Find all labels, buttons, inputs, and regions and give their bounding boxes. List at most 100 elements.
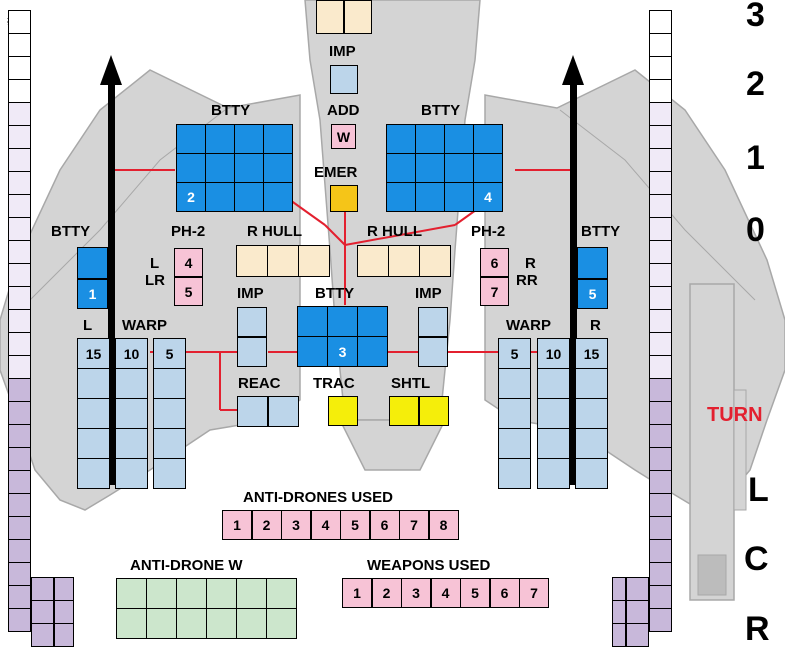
warp-right-box[interactable]: 10 [537, 338, 570, 369]
warp-left-box[interactable] [115, 428, 148, 459]
btty-center-cell[interactable] [357, 306, 388, 337]
right-shield-box[interactable] [649, 286, 672, 310]
right-shield-extra-box[interactable] [612, 600, 626, 624]
antidrone-used-box[interactable]: 8 [428, 510, 459, 540]
btty-center-cell[interactable] [357, 336, 388, 367]
btty-right-cell[interactable] [415, 153, 445, 183]
weapons-used-box[interactable]: 5 [460, 578, 490, 608]
btty-left-cell[interactable] [263, 153, 293, 183]
left-shield-box[interactable] [8, 562, 31, 586]
right-shield-extra-box[interactable] [626, 600, 649, 624]
weapons-used-box[interactable]: 2 [371, 578, 402, 608]
left-shield-box[interactable] [8, 56, 31, 80]
warp-right-box[interactable] [575, 428, 608, 459]
weapons-used-box[interactable]: 3 [401, 578, 431, 608]
antidrone-used-box[interactable]: 5 [340, 510, 370, 540]
r-hull-left-box[interactable] [298, 245, 330, 277]
btty-right-cell[interactable] [386, 182, 416, 212]
warp-left-box[interactable] [153, 398, 186, 429]
right-shield-box[interactable] [649, 79, 672, 103]
add-w-box[interactable]: W [331, 124, 356, 149]
r-hull-right-box[interactable] [419, 245, 451, 277]
turn-mode-c[interactable]: C [744, 540, 769, 578]
weapons-used-box[interactable]: 4 [430, 578, 461, 608]
shtl-box[interactable] [389, 396, 419, 426]
antidrone-w-box[interactable] [206, 608, 237, 639]
btty-left-cell[interactable] [176, 153, 206, 183]
imp-top-box[interactable] [330, 65, 358, 94]
left-shield-box[interactable] [8, 125, 31, 149]
left-shield-extra-box[interactable] [54, 600, 74, 624]
emer-box[interactable] [330, 185, 358, 212]
antidrone-w-box[interactable] [266, 578, 297, 609]
antidrone-w-box[interactable] [176, 608, 207, 639]
left-shield-extra-box[interactable] [31, 577, 54, 601]
right-shield-box[interactable] [649, 33, 672, 57]
r-hull-left-box[interactable] [236, 245, 268, 277]
warp-left-box[interactable] [115, 458, 148, 489]
left-shield-box[interactable] [8, 102, 31, 126]
warp-right-box[interactable] [537, 428, 570, 459]
warp-left-box[interactable] [77, 458, 110, 489]
btty-center-cell[interactable] [327, 306, 358, 337]
left-shield-box[interactable] [8, 240, 31, 264]
left-shield-box[interactable] [8, 309, 31, 333]
warp-right-box[interactable] [537, 458, 570, 489]
left-shield-box[interactable] [8, 332, 31, 356]
btty-left-cell[interactable] [234, 124, 264, 154]
btty-right-cell[interactable] [473, 124, 503, 154]
left-shield-box[interactable] [8, 470, 31, 494]
left-shield-box[interactable] [8, 401, 31, 425]
btty-left-cell[interactable] [234, 153, 264, 183]
left-shield-extra-box[interactable] [54, 623, 74, 647]
warp-right-box[interactable] [537, 368, 570, 399]
warp-left-box[interactable]: 10 [115, 338, 148, 369]
right-shield-box[interactable] [649, 263, 672, 287]
right-shield-box[interactable] [649, 355, 672, 379]
weapons-used-box[interactable]: 6 [489, 578, 520, 608]
btty-left-cell[interactable] [176, 124, 206, 154]
right-shield-box[interactable] [649, 332, 672, 356]
left-shield-box[interactable] [8, 447, 31, 471]
warp-right-box[interactable] [498, 458, 531, 489]
warp-right-box[interactable] [575, 368, 608, 399]
right-shield-box[interactable] [649, 56, 672, 80]
btty-right-num-box[interactable]: 4 [473, 182, 503, 212]
right-shield-box[interactable] [649, 217, 672, 241]
ph-left-box[interactable]: 5 [174, 277, 203, 306]
left-shield-box[interactable] [8, 10, 31, 34]
btty-left-cell[interactable] [205, 153, 235, 183]
right-shield-box[interactable] [649, 171, 672, 195]
right-shield-box[interactable] [649, 447, 672, 471]
antidrone-used-box[interactable]: 6 [369, 510, 400, 540]
warp-left-box[interactable] [77, 368, 110, 399]
left-shield-extra-box[interactable] [31, 623, 54, 647]
btty-left-num-box[interactable]: 2 [176, 182, 206, 212]
warp-right-box[interactable] [575, 398, 608, 429]
reac-box[interactable] [268, 396, 299, 427]
reac-box[interactable] [237, 396, 268, 427]
antidrone-w-box[interactable] [146, 578, 177, 609]
right-shield-box[interactable] [649, 516, 672, 540]
left-shield-box[interactable] [8, 263, 31, 287]
warp-left-box[interactable] [115, 398, 148, 429]
warp-left-box[interactable] [153, 458, 186, 489]
btty-right-cell[interactable] [415, 124, 445, 154]
antidrone-used-box[interactable]: 7 [399, 510, 429, 540]
right-shield-box[interactable] [649, 148, 672, 172]
ph-right-box[interactable]: 6 [480, 248, 509, 277]
antidrone-w-box[interactable] [236, 578, 267, 609]
right-shield-box[interactable] [649, 585, 672, 609]
btty-center-cell[interactable] [297, 336, 328, 367]
left-shield-box[interactable] [8, 424, 31, 448]
r-hull-right-box[interactable] [388, 245, 420, 277]
warp-right-box[interactable] [575, 458, 608, 489]
warp-left-box[interactable] [153, 428, 186, 459]
warp-left-box[interactable] [77, 398, 110, 429]
warp-left-box[interactable] [77, 428, 110, 459]
right-shield-box[interactable] [649, 401, 672, 425]
right-shield-box[interactable] [649, 240, 672, 264]
right-shield-box[interactable] [649, 424, 672, 448]
left-shield-box[interactable] [8, 148, 31, 172]
right-shield-extra-box[interactable] [626, 623, 649, 647]
